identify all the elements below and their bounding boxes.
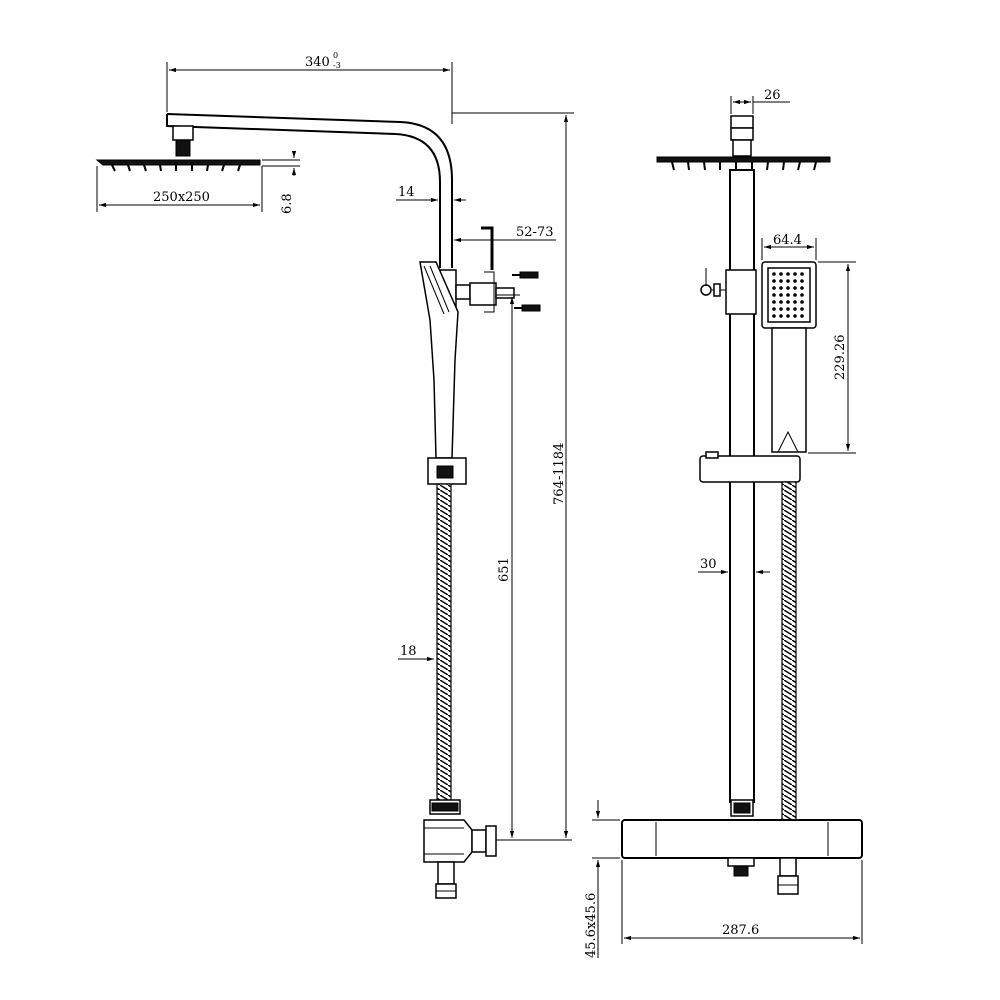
top-connector xyxy=(730,115,754,129)
dimension-arm-reach: 340 0 -3 xyxy=(166,51,453,124)
bracket-range-label: 52-73 xyxy=(516,225,553,240)
slider-holder-front xyxy=(699,455,801,483)
head-thickness-label: 6.8 xyxy=(280,193,295,214)
thermostatic-valve xyxy=(621,819,863,895)
dimension-tube-top: 14 xyxy=(396,185,466,203)
rain-shower-head-side xyxy=(95,159,261,172)
valve-width-label: 287.6 xyxy=(722,923,759,938)
dimension-hose: 18 xyxy=(398,644,434,662)
arm-diameter-label: 26 xyxy=(764,88,781,103)
arm-reach-tol-upper: 0 xyxy=(333,51,338,60)
side-view: 340 0 -3 250x250 6.8 14 52-73 xyxy=(95,51,574,899)
arm-reach-tol-lower: -3 xyxy=(333,61,341,70)
dimension-valve-width: 287.6 xyxy=(621,860,863,944)
head-connector xyxy=(172,125,194,141)
dimension-rail-diameter: 30 xyxy=(698,557,770,575)
valve-height-label: 45.6x45.6 xyxy=(584,893,599,958)
hand-shower-front xyxy=(761,261,817,453)
rail-diameter-label: 30 xyxy=(700,557,717,572)
dimension-bracket-range: 52-73 xyxy=(454,225,556,243)
dimension-arm-diameter: 26 xyxy=(730,88,790,114)
rain-shower-head-front xyxy=(656,156,831,171)
dimension-head-thickness: 6.8 xyxy=(262,151,300,214)
arm-reach-label: 340 xyxy=(305,55,330,70)
dimension-head-size: 250x250 xyxy=(96,166,263,212)
dimension-hand-width: 64.4 xyxy=(761,233,817,260)
tube-top-label: 14 xyxy=(398,185,415,200)
hand-width-label: 64.4 xyxy=(773,233,802,248)
dimension-rail-length: 651 xyxy=(496,294,572,841)
screws xyxy=(512,271,541,312)
head-size-label: 250x250 xyxy=(153,190,210,205)
hex-key xyxy=(481,226,494,270)
shower-arm xyxy=(166,113,453,268)
main-tube-front xyxy=(729,169,755,803)
rail-length-label: 651 xyxy=(497,557,512,582)
height-range-label: 764-1184 xyxy=(552,443,567,505)
upper-bracket-front xyxy=(725,269,757,315)
dimension-hand-length: 229.26 xyxy=(808,261,856,454)
dimension-height-range: 764-1184 xyxy=(452,112,574,838)
dimension-valve-height: 45.6x45.6 xyxy=(584,800,620,958)
front-view: 26 64 xyxy=(584,88,863,958)
valve-side xyxy=(423,799,497,899)
hose-front xyxy=(781,481,797,873)
hand-length-label: 229.26 xyxy=(833,335,848,381)
hose-side xyxy=(436,483,452,811)
hose-label: 18 xyxy=(400,644,417,659)
